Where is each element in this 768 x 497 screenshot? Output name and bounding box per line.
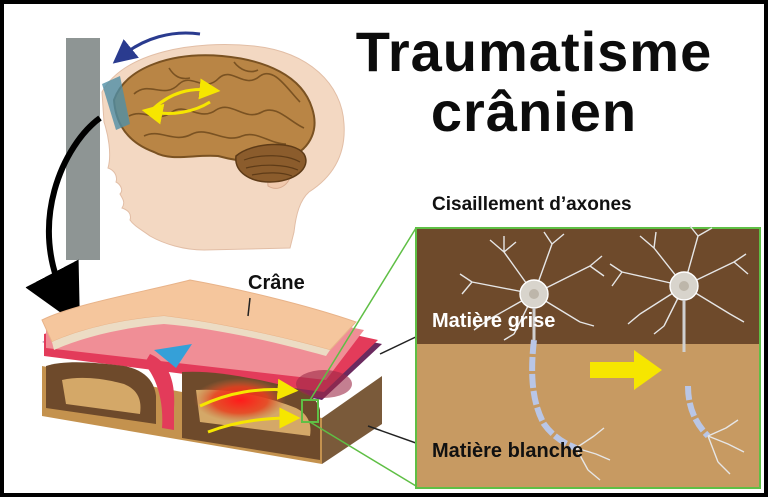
contusion xyxy=(194,378,286,422)
white-matter-label: Matière blanche xyxy=(432,440,583,463)
skull-label: Crâne xyxy=(248,272,305,295)
axon-shearing-label: Cisaillement d’axones xyxy=(432,194,632,216)
title-line-1: Traumatisme xyxy=(304,22,764,82)
grey-matter-label: Matière grise xyxy=(432,310,555,333)
title-line-2: crânien xyxy=(304,82,764,142)
cerebellum xyxy=(236,144,306,182)
page-title: Traumatisme crânien xyxy=(304,22,764,142)
